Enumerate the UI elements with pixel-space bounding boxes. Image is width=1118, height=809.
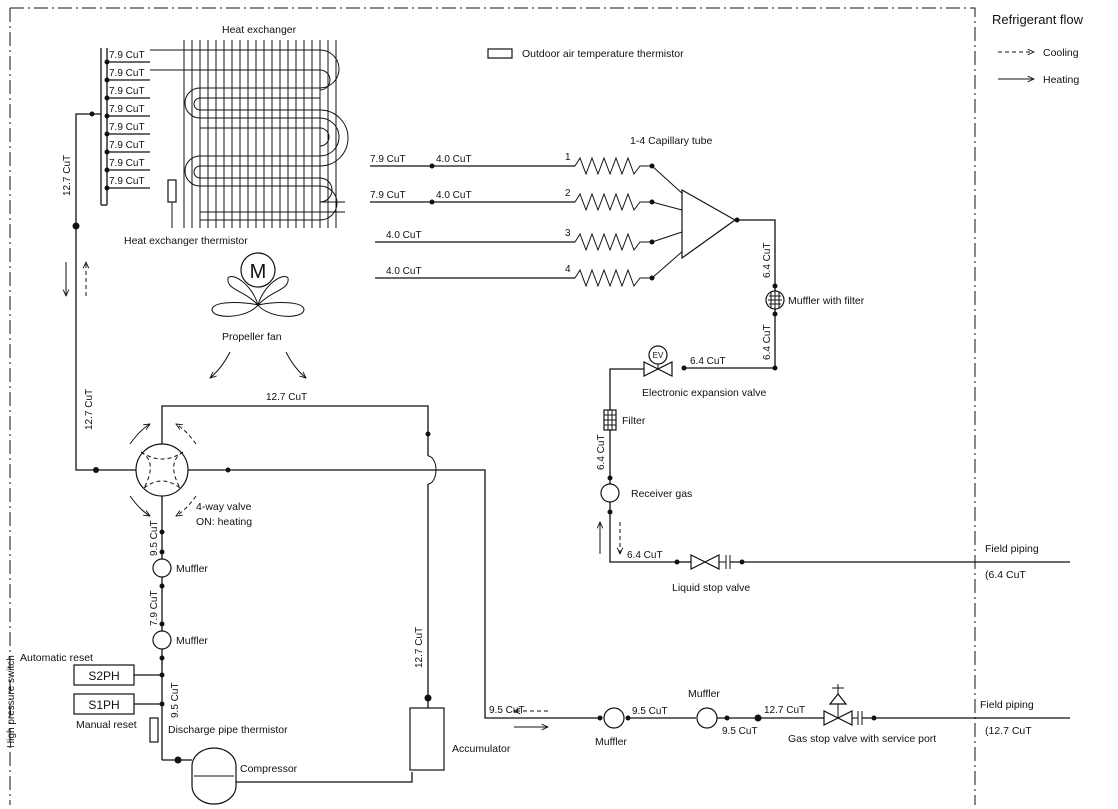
legend: Refrigerant flow Cooling Heating [992, 12, 1084, 86]
muffler-2-icon [152, 630, 172, 650]
receiver-icon [600, 483, 620, 503]
pipe-95-a: 9.5 CuT [149, 520, 160, 556]
hps-label: High pressure switch [6, 655, 17, 748]
s2ph-label: S2PH [88, 669, 119, 683]
muffler-1-label: Muffler [176, 563, 208, 575]
filter-pipe: 6.4 CuT [596, 434, 607, 470]
muffler-3-label: Muffler [595, 736, 627, 748]
discharge-thermistor-icon [149, 717, 159, 743]
muff-pipe-a: 9.5 CuT [632, 706, 668, 717]
ev-label: EV [653, 351, 664, 360]
distributor-icon [681, 188, 737, 260]
hx-pipe-7: 7.9 CuT [109, 158, 145, 169]
cap4-pipe: 4.0 CuT [386, 266, 422, 277]
hx-pipe-2: 7.9 CuT [109, 68, 145, 79]
hx-thermistor-label: Heat exchanger thermistor [124, 235, 248, 247]
four-way-valve: 4-way valve ON: heating [129, 424, 252, 528]
liquid-stop-label: Liquid stop valve [672, 582, 750, 594]
hx-pipe-8: 7.9 CuT [109, 176, 145, 187]
hx-pipe-6: 7.9 CuT [109, 140, 145, 151]
ev-icon [648, 345, 668, 365]
electronic-expansion-valve: EV Electronic expansion valve [642, 345, 766, 399]
cap-number-1: 1 [565, 152, 571, 163]
legend-heating: Heating [1043, 74, 1079, 86]
gas-pipe: 12.7 CuT [764, 705, 805, 716]
discharge-thermistor-label: Discharge pipe thermistor [168, 724, 288, 736]
unit-boundary [9, 7, 976, 805]
pipe-79: 7.9 CuT [149, 590, 160, 626]
compressor: Compressor [162, 747, 298, 805]
suction-pipe: 9.5 CuT [489, 705, 525, 716]
liquid-stop-valve: Liquid stop valve [672, 554, 750, 594]
muffler-4-icon [696, 707, 718, 729]
field-piping-gas-label: Field piping [980, 699, 1034, 711]
propeller-fan: M Propeller fan [210, 252, 306, 378]
accumulator-icon [409, 707, 445, 771]
cap2-pipe-b: 4.0 CuT [436, 190, 472, 201]
muffler-out-pipe: 6.4 CuT [762, 324, 773, 360]
cap2-pipe-a: 7.9 CuT [370, 190, 406, 201]
eev-label: Electronic expansion valve [642, 387, 766, 399]
muffler-3-icon [603, 707, 625, 729]
legend-title: Refrigerant flow [992, 12, 1084, 27]
field-gas-size: (12.7 CuT [985, 725, 1032, 737]
outdoor-thermistor-label: Outdoor air temperature thermistor [522, 48, 684, 60]
hx-pipe-1: 7.9 CuT [109, 50, 145, 61]
gas-stop-label: Gas stop valve with service port [788, 733, 936, 745]
cap3-pipe: 4.0 CuT [386, 230, 422, 241]
manual-reset-label: Manual reset [76, 719, 137, 731]
hx-pipe-5: 7.9 CuT [109, 122, 145, 133]
header-pipe-size: 12.7 CuT [62, 155, 73, 196]
heat-exchanger-label: Heat exchanger [222, 24, 297, 36]
muffler-4-label: Muffler [688, 688, 720, 700]
capillary-label: 1-4 Capillary tube [630, 135, 712, 147]
ev-pipe: 6.4 CuT [690, 356, 726, 367]
compressor-label: Compressor [240, 763, 298, 775]
capillary-tubes: 1-4 Capillary tube 7.9 CuT 4.0 CuT 7.9 C… [370, 135, 740, 288]
acc-pipe-size: 12.7 CuT [414, 627, 425, 668]
legend-cooling: Cooling [1043, 47, 1079, 59]
field-piping-liquid-label: Field piping [985, 543, 1039, 555]
cap-number-4: 4 [565, 264, 571, 275]
left-pipe-size: 12.7 CuT [84, 389, 95, 430]
gas-stop-valve: Gas stop valve with service port [788, 684, 936, 745]
motor-icon [240, 252, 276, 288]
cap-number-2: 2 [565, 188, 571, 199]
cap1-pipe-b: 4.0 CuT [436, 154, 472, 165]
cap1-pipe-a: 7.9 CuT [370, 154, 406, 165]
muff-pipe-b: 9.5 CuT [722, 726, 758, 737]
hx-pipe-4: 7.9 CuT [109, 104, 145, 115]
muffler-filter-label: Muffler with filter [788, 295, 865, 307]
hx-pipe-3: 7.9 CuT [109, 86, 145, 97]
motor-label: M [250, 261, 267, 283]
heat-exchanger: Heat exchanger [150, 24, 349, 228]
field-liquid-size: (6.4 CuT [985, 569, 1026, 581]
fan-label: Propeller fan [222, 331, 282, 343]
liquid-pipe: 6.4 CuT [627, 550, 663, 561]
s1ph-label: S1PH [88, 698, 119, 712]
muffler-1-icon [152, 558, 172, 578]
four-way-label: 4-way valve [196, 501, 252, 513]
top-pipe-size: 12.7 CuT [266, 392, 307, 403]
accumulator-label: Accumulator [452, 743, 511, 755]
pipe-95-b: 9.5 CuT [170, 682, 181, 718]
cap-number-3: 3 [565, 228, 571, 239]
auto-reset-label: Automatic reset [20, 652, 93, 664]
filter-label: Filter [622, 415, 646, 427]
outdoor-thermistor-icon [487, 48, 513, 59]
fan-icon [211, 276, 305, 317]
hx-header: 7.9 CuT 7.9 CuT 7.9 CuT 7.9 CuT 7.9 CuT … [62, 48, 150, 471]
four-way-heating-label: ON: heating [196, 516, 252, 528]
heat-exchanger-thermistor-icon [167, 179, 177, 203]
high-pressure-switches: Automatic reset S2PH S1PH Manual reset H… [6, 652, 165, 748]
muffler-2-label: Muffler [176, 635, 208, 647]
dist-out-pipe: 6.4 CuT [762, 242, 773, 278]
receiver-label: Receiver gas [631, 488, 692, 500]
